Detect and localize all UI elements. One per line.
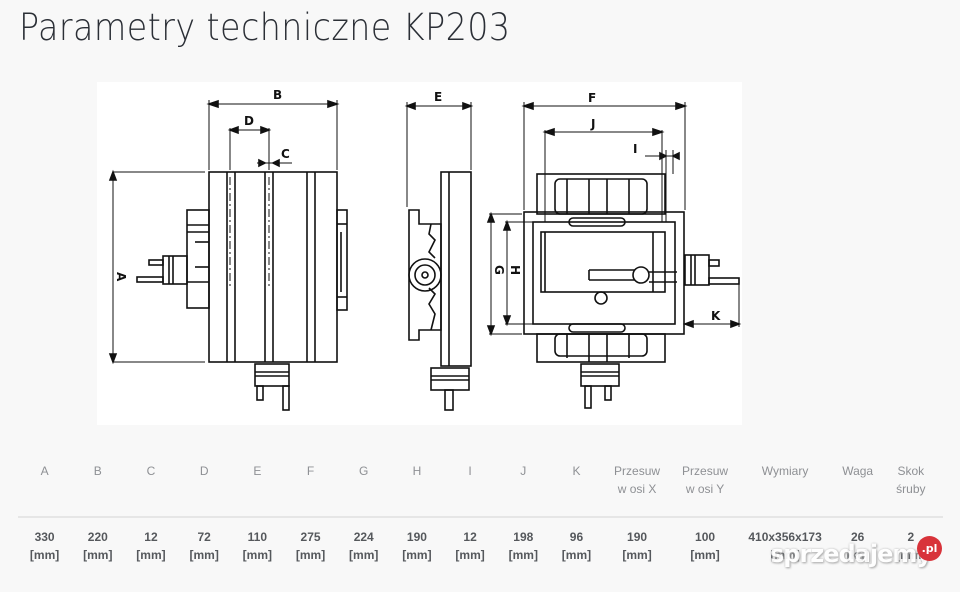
label-b: B <box>273 88 282 102</box>
header-cell: H <box>412 464 422 478</box>
label-j: J <box>590 117 595 131</box>
label-i: I <box>633 142 637 156</box>
value-cell: 72[mm] <box>189 530 219 562</box>
value-cell: 224[mm] <box>349 530 379 562</box>
value-cell: 220[mm] <box>83 530 113 562</box>
front-view <box>108 99 348 411</box>
value-cell: 96[mm] <box>561 530 592 562</box>
value-cell: 190[mm] <box>622 530 652 562</box>
header-cell: D <box>199 464 209 478</box>
header-cell: Waga <box>842 464 874 478</box>
label-e: E <box>434 90 442 104</box>
value-cell: 110[mm] <box>242 530 273 562</box>
watermark-logo: sprzedajemy <box>770 540 932 568</box>
label-h: H <box>508 265 522 275</box>
technical-drawing: B D C E F J I K A G H <box>97 82 742 425</box>
page-title: Parametry techniczne KP203 <box>19 6 511 49</box>
header-cell: C <box>146 464 156 478</box>
watermark-badge-icon: .pl <box>917 536 942 561</box>
value-cell: 190[mm] <box>402 530 432 562</box>
header-cell: F <box>306 464 315 478</box>
label-g: G <box>492 265 506 275</box>
value-cell: 12[mm] <box>455 530 485 562</box>
header-cell: Wymiary <box>761 464 809 478</box>
table-row: 330[mm] 220[mm] 12[mm] 72[mm] 110[mm] 27… <box>18 528 943 564</box>
top-view <box>486 101 742 409</box>
header-cell: A <box>40 464 49 478</box>
header-cell: B <box>93 464 102 478</box>
value-cell: 12[mm] <box>136 530 166 562</box>
label-d: D <box>244 114 254 128</box>
table-divider <box>18 516 943 518</box>
header-cell: K <box>572 464 581 478</box>
header-cell: E <box>253 464 262 478</box>
value-cell: 410x356x173[mm] <box>748 530 822 562</box>
header-cell: J <box>520 464 527 478</box>
value-cell: 275[mm] <box>295 530 326 562</box>
header-cell: G <box>359 464 369 478</box>
side-view <box>404 101 474 411</box>
label-f: F <box>588 91 596 105</box>
value-cell: 26[kg] <box>846 530 869 562</box>
value-cell: 100[mm] <box>690 530 720 562</box>
label-k: K <box>711 309 721 323</box>
header-cell: I <box>468 464 472 478</box>
value-cell: 198[mm] <box>508 530 538 562</box>
value-cell: 330[mm] <box>29 530 60 562</box>
label-c: C <box>281 147 290 161</box>
label-a: A <box>114 272 128 282</box>
